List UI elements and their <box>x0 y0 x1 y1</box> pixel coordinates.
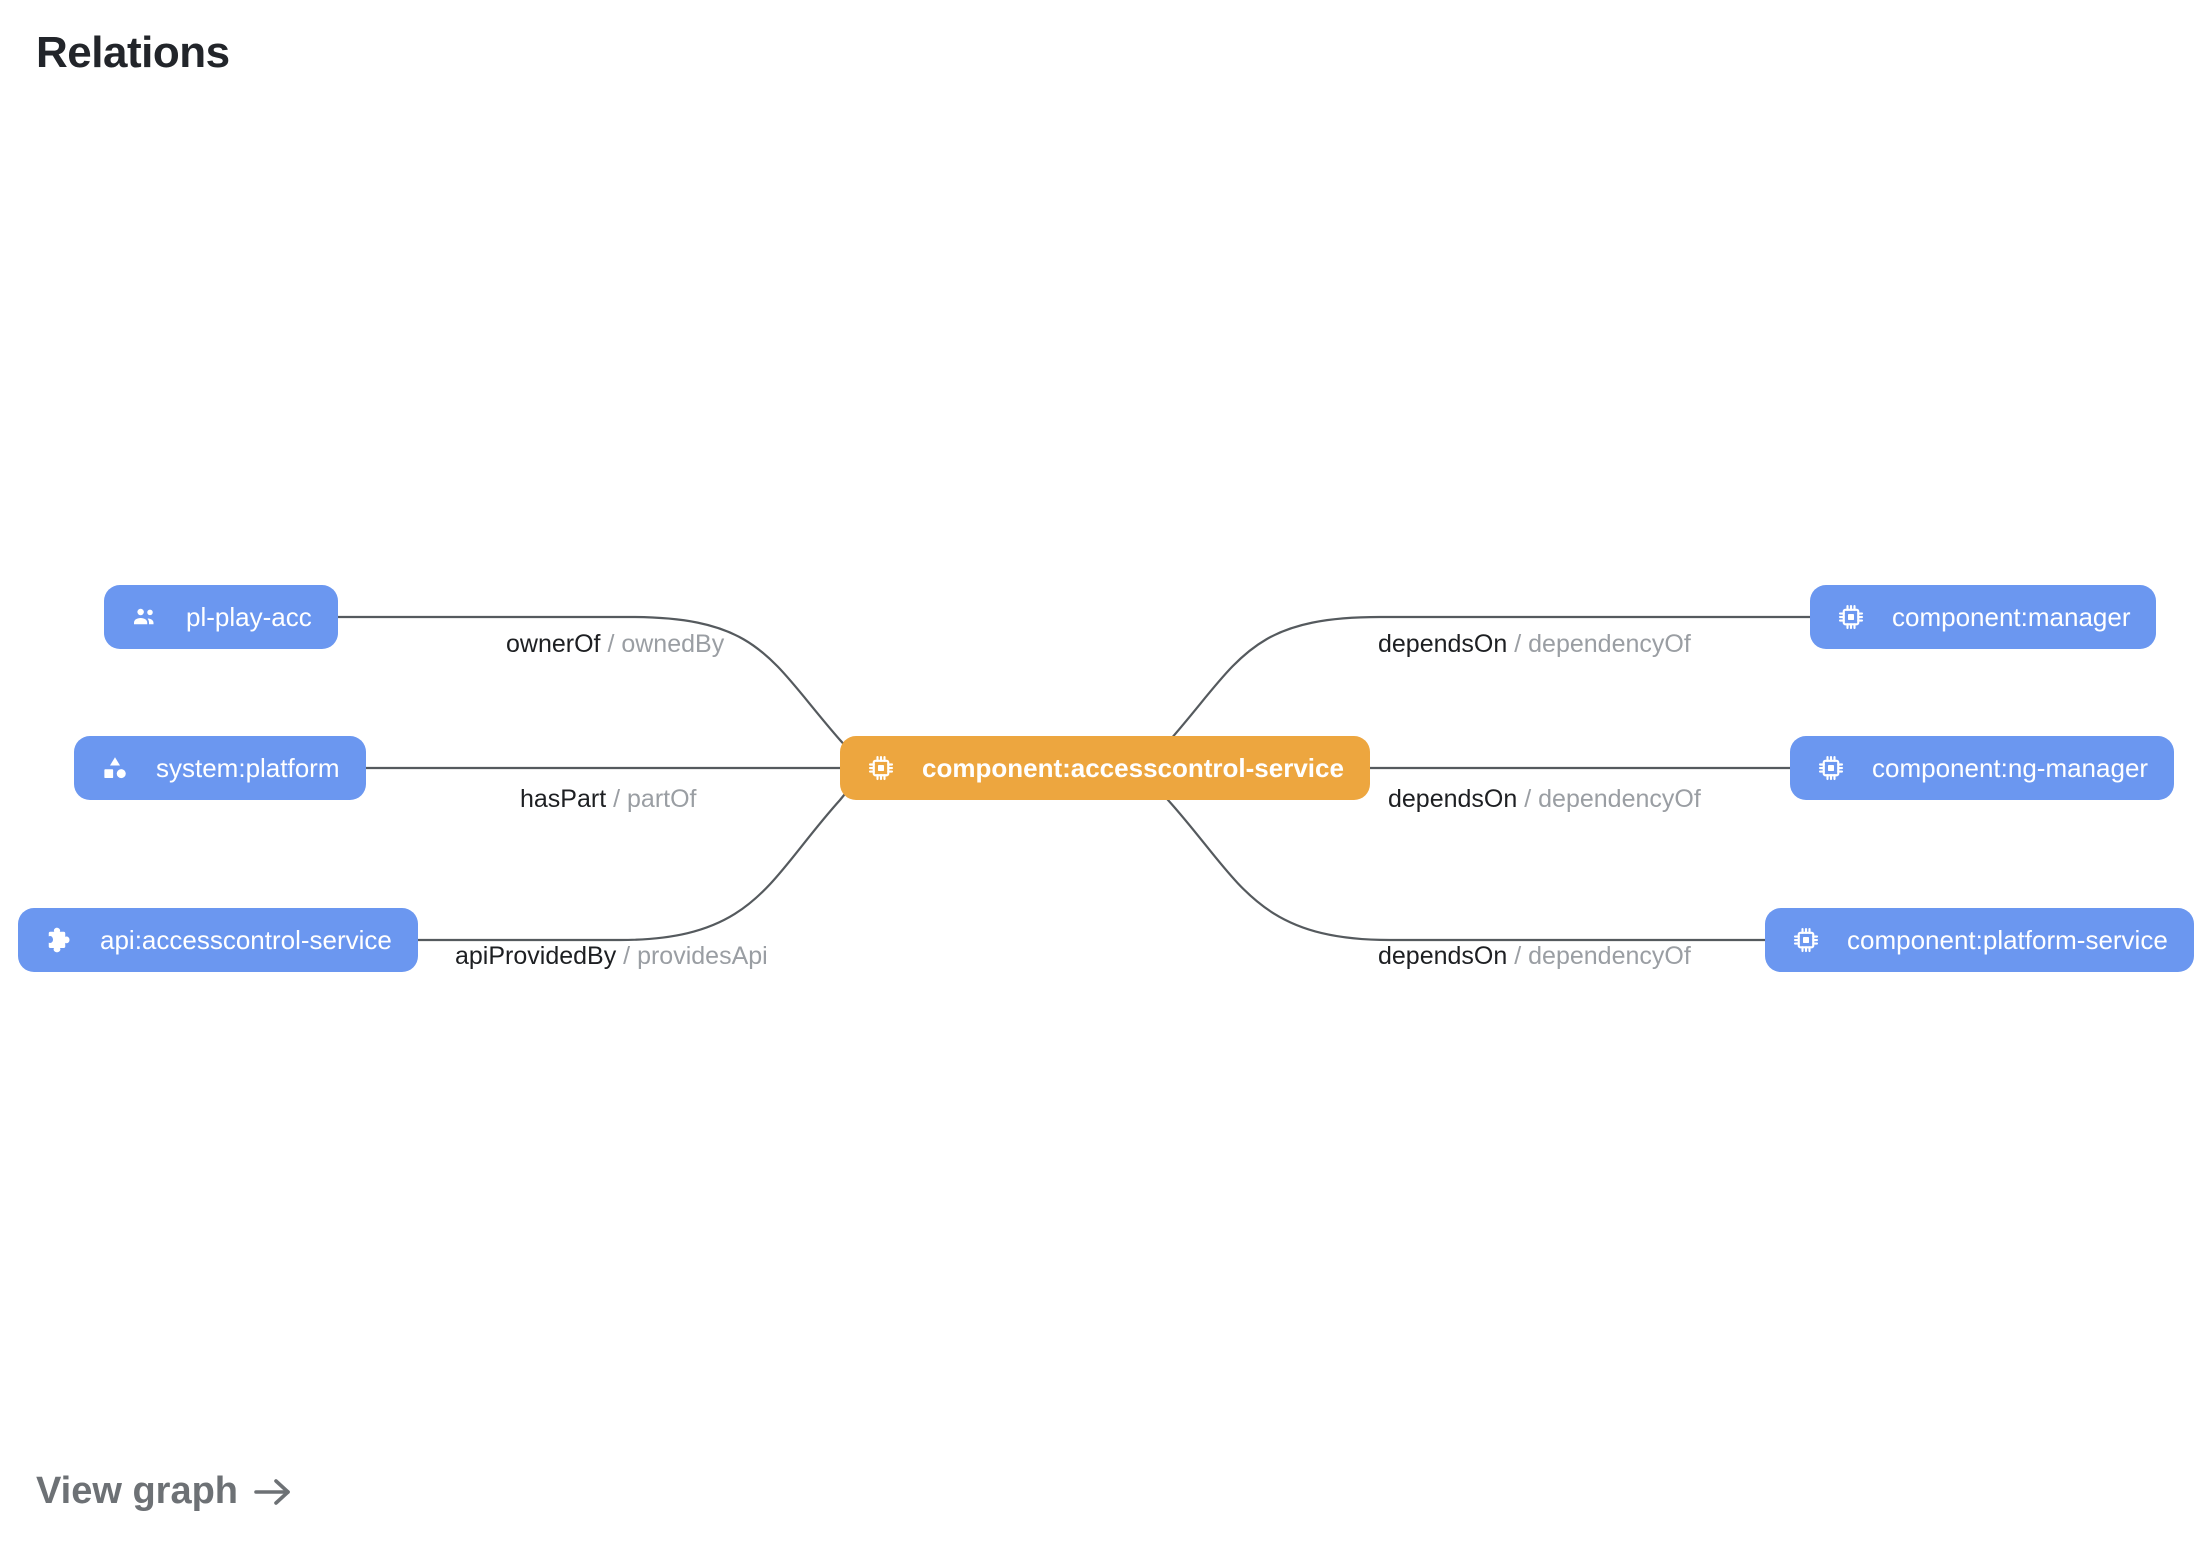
edge-label-separator: / <box>613 785 628 813</box>
edge-label-reverse: dependencyOf <box>1538 785 1701 813</box>
edge-label-forward: dependsOn <box>1388 785 1518 813</box>
edge-label-reverse: dependencyOf <box>1528 942 1691 970</box>
edge-label-separator: / <box>1514 630 1529 658</box>
graph-node-component-platform-service[interactable]: component:platform-service <box>1765 908 2194 972</box>
graph-node-component-accesscontrol-service[interactable]: component:accesscontrol-service <box>840 736 1370 800</box>
graph-node-system-platform[interactable]: system:platform <box>74 736 366 800</box>
page-title: Relations <box>36 28 230 77</box>
graph-node-label: api:accesscontrol-service <box>100 925 392 955</box>
edge-label-ownerof: ownerOf / ownedBy <box>506 632 724 657</box>
edge-label-separator: / <box>1524 785 1539 813</box>
edge-label-dependson-ng-manager: dependsOn / dependencyOf <box>1388 787 1701 812</box>
memory-chip-icon <box>1836 602 1866 632</box>
view-graph-link[interactable]: View graph <box>36 1470 294 1513</box>
edge-label-forward: dependsOn <box>1378 942 1508 970</box>
edge-dependson-manager-path <box>1149 615 1810 763</box>
category-shapes-icon <box>100 753 130 783</box>
graph-node-label: pl-play-acc <box>186 602 312 632</box>
edge-label-forward: ownerOf <box>506 630 601 658</box>
edge-label-reverse: dependencyOf <box>1528 630 1691 658</box>
graph-node-pl-play-acc[interactable]: pl-play-acc <box>104 585 338 649</box>
edge-ownerof-path <box>330 615 861 763</box>
graph-node-component-manager[interactable]: component:manager <box>1810 585 2157 649</box>
graph-node-label: system:platform <box>156 753 340 783</box>
memory-chip-icon <box>1791 925 1821 955</box>
puzzle-piece-icon <box>44 925 74 955</box>
edge-label-separator: / <box>623 942 638 970</box>
edge-label-reverse: partOf <box>627 785 697 813</box>
graph-node-component-ng-manager[interactable]: component:ng-manager <box>1790 736 2175 800</box>
people-group-icon <box>130 602 160 632</box>
edge-label-dependson-platform-service: dependsOn / dependencyOf <box>1378 944 1691 969</box>
graph-node-label: component:ng-manager <box>1872 753 2149 783</box>
edge-label-forward: apiProvidedBy <box>455 942 617 970</box>
graph-node-api-accesscontrol-service[interactable]: api:accesscontrol-service <box>18 908 418 972</box>
edge-label-separator: / <box>607 630 622 658</box>
memory-chip-icon <box>866 753 896 783</box>
view-graph-label: View graph <box>36 1470 239 1512</box>
edge-label-apiprovidedby: apiProvidedBy / providesApi <box>455 944 768 969</box>
edge-label-forward: dependsOn <box>1378 630 1508 658</box>
edge-dependson-platform-service-path <box>1149 777 1765 942</box>
edge-label-dependson-manager: dependsOn / dependencyOf <box>1378 632 1691 657</box>
graph-node-label: component:platform-service <box>1847 925 2168 955</box>
edge-label-reverse: ownedBy <box>621 630 725 658</box>
edge-label-reverse: providesApi <box>637 942 768 970</box>
memory-chip-icon <box>1816 753 1846 783</box>
graph-node-label: component:accesscontrol-service <box>922 753 1344 783</box>
arrow-right-icon <box>252 1475 294 1509</box>
graph-node-label: component:manager <box>1892 602 2131 632</box>
edge-label-haspart: hasPart / partOf <box>520 787 697 812</box>
edge-label-separator: / <box>1514 942 1529 970</box>
edge-apiprovidedby-path <box>400 777 859 942</box>
edge-label-forward: hasPart <box>520 785 607 813</box>
